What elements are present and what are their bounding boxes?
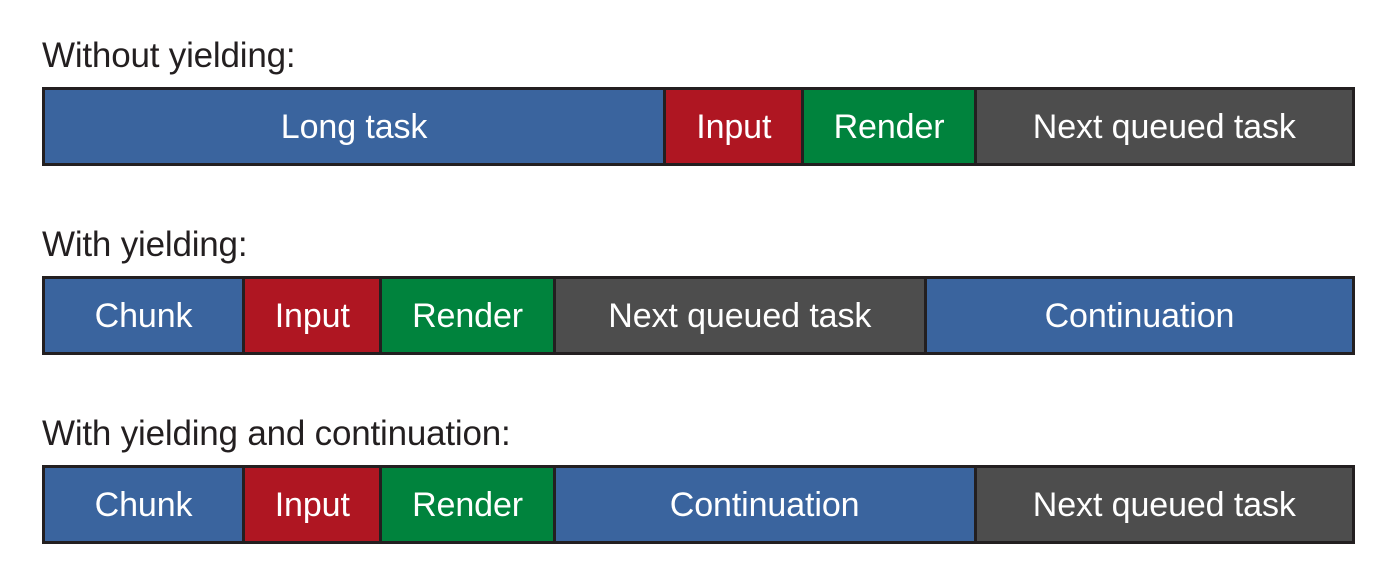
timeline-segment-label: Render bbox=[833, 107, 945, 146]
timeline-segment-long-task: Long task bbox=[45, 90, 667, 163]
timeline-segment-label: Next queued task bbox=[1032, 107, 1296, 146]
timeline-segment-label: Continuation bbox=[1044, 296, 1235, 335]
timeline-group-with-yielding-and-continuation: With yielding and continuation: Chunk In… bbox=[42, 414, 1355, 544]
timeline-segment-render: Render bbox=[382, 468, 556, 541]
timeline-segment-continuation: Continuation bbox=[926, 279, 1352, 352]
timeline-segment-label: Continuation bbox=[669, 485, 860, 524]
timeline-segment-label: Next queued task bbox=[608, 296, 872, 335]
timeline-segment-render: Render bbox=[382, 279, 556, 352]
timeline-segment-next-queued-task: Next queued task bbox=[976, 90, 1352, 163]
timeline-segment-label: Next queued task bbox=[1032, 485, 1296, 524]
timeline-segment-label: Input bbox=[274, 485, 350, 524]
timeline-bar: Long task Input Render Next queued task bbox=[42, 87, 1355, 166]
timeline-segment-label: Input bbox=[696, 107, 772, 146]
timeline-segment-chunk: Chunk bbox=[45, 279, 246, 352]
timeline-segment-input: Input bbox=[245, 468, 383, 541]
timeline-segment-label: Long task bbox=[280, 107, 428, 146]
timeline-segment-label: Chunk bbox=[94, 485, 193, 524]
timeline-segment-chunk: Chunk bbox=[45, 468, 246, 541]
timeline-group-label: Without yielding: bbox=[42, 36, 296, 75]
timeline-segment-label: Chunk bbox=[94, 296, 193, 335]
timeline-segment-next-queued-task: Next queued task bbox=[555, 279, 927, 352]
timeline-bar: Chunk Input Render Next queued task Cont… bbox=[42, 276, 1355, 355]
timeline-group-without-yielding: Without yielding: Long task Input Render… bbox=[42, 36, 1355, 166]
timeline-group-label: With yielding: bbox=[42, 225, 248, 264]
timeline-bar: Chunk Input Render Continuation Next que… bbox=[42, 465, 1355, 544]
timeline-segment-continuation: Continuation bbox=[555, 468, 977, 541]
timeline-segment-label: Input bbox=[274, 296, 350, 335]
timeline-segment-render: Render bbox=[804, 90, 977, 163]
timeline-segment-label: Render bbox=[412, 485, 523, 524]
timeline-segment-input: Input bbox=[245, 279, 383, 352]
timeline-segment-label: Render bbox=[412, 296, 523, 335]
timeline-segment-input: Input bbox=[666, 90, 805, 163]
timeline-group-label: With yielding and continuation: bbox=[42, 414, 511, 453]
timeline-group-with-yielding: With yielding: Chunk Input Render Next q… bbox=[42, 225, 1355, 355]
timeline-segment-next-queued-task: Next queued task bbox=[976, 468, 1352, 541]
